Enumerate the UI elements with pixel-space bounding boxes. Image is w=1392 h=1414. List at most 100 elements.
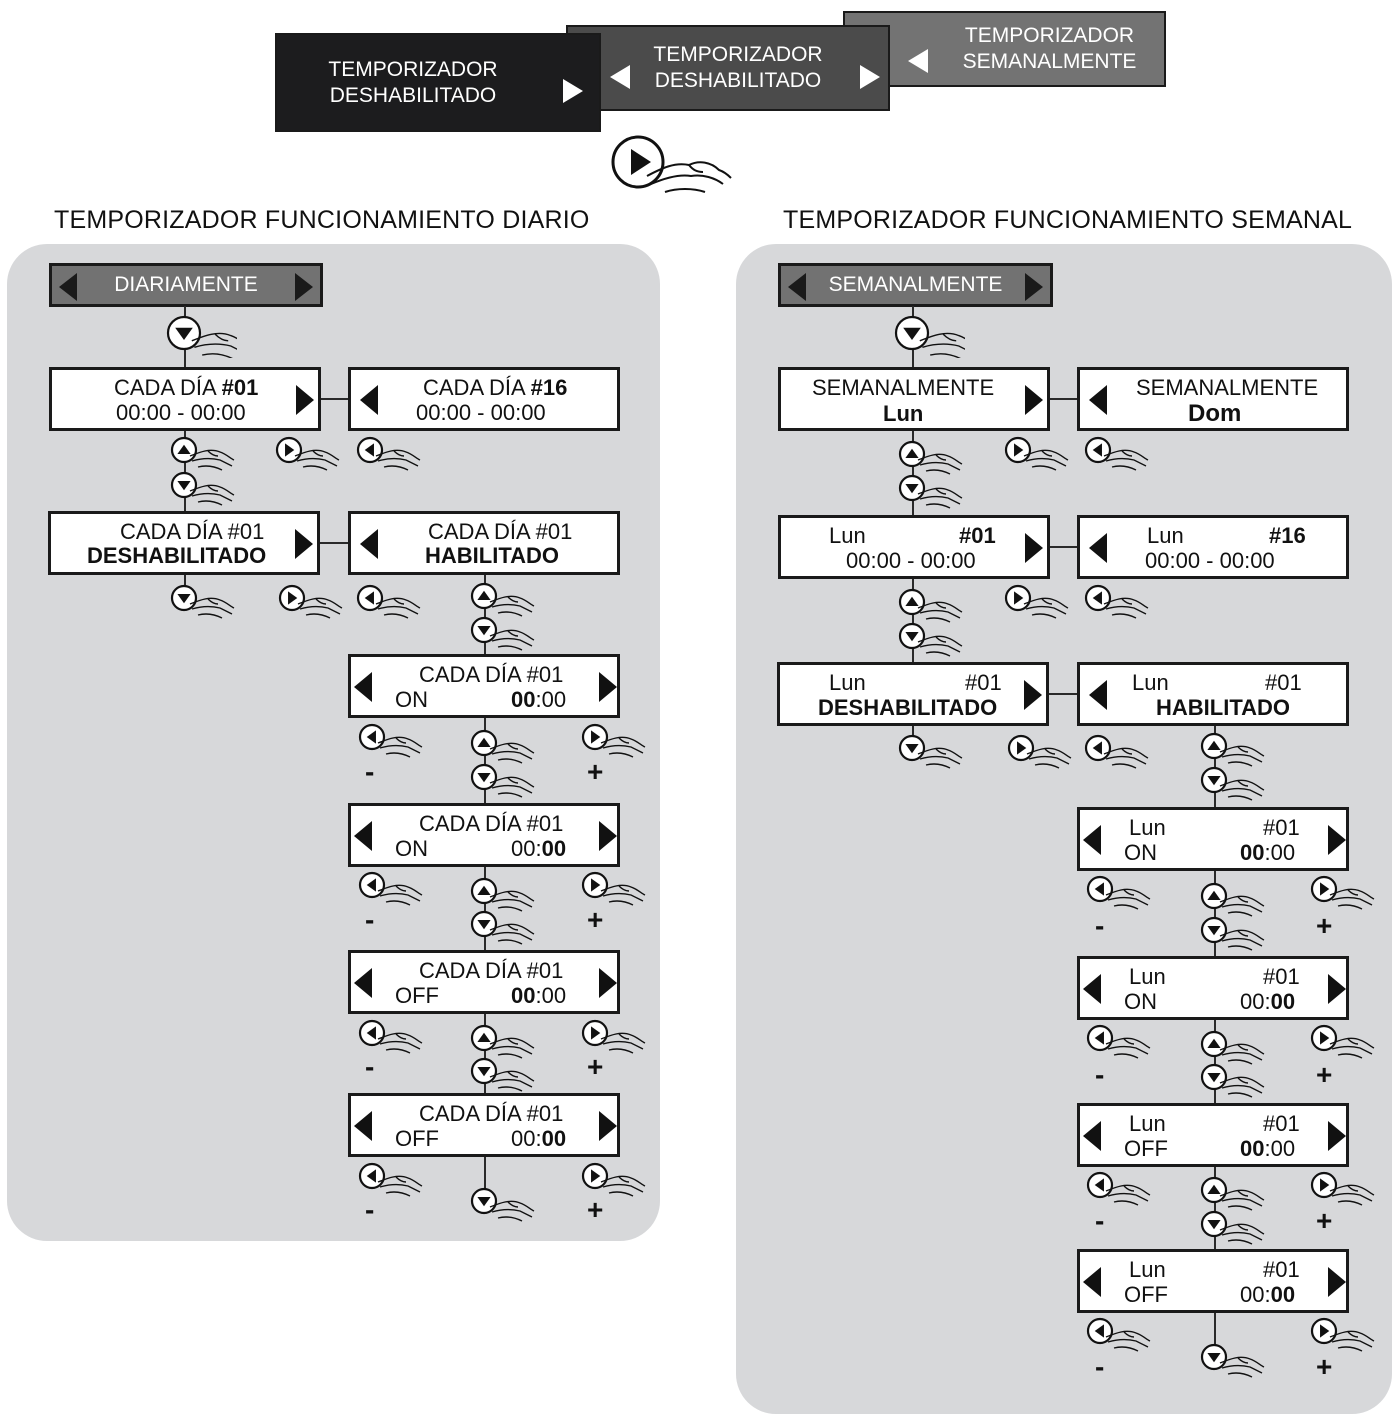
up-button-icon[interactable] bbox=[1199, 731, 1271, 775]
box-status: HABILITADO bbox=[425, 543, 560, 568]
down-button-icon[interactable] bbox=[469, 909, 541, 953]
daily-title: TEMPORIZADOR FUNCIONAMIENTO DIARIO bbox=[54, 206, 590, 234]
left-button-icon[interactable] bbox=[1085, 1170, 1157, 1214]
pointing-hand-icon bbox=[1103, 449, 1149, 471]
daily-mode-bar[interactable]: DIARIAMENTE bbox=[49, 263, 323, 307]
right-button-icon[interactable] bbox=[1006, 733, 1078, 777]
right-arrow-icon bbox=[1025, 385, 1043, 415]
left-button-icon[interactable] bbox=[1083, 733, 1155, 777]
left-button-icon[interactable] bbox=[355, 435, 427, 479]
left-arrow-icon bbox=[360, 529, 378, 559]
down-button-icon[interactable] bbox=[1199, 1062, 1271, 1106]
header-tab-semanalmente: TEMPORIZADOR SEMANALMENTE bbox=[843, 11, 1166, 87]
box-time-range: 00:00 - 00:00 bbox=[1145, 548, 1275, 573]
right-button-icon[interactable] bbox=[580, 1161, 652, 1205]
pointing-hand-icon bbox=[1105, 1037, 1151, 1059]
left-button-icon[interactable] bbox=[357, 722, 429, 766]
up-button-icon[interactable] bbox=[1199, 1175, 1271, 1219]
pointing-hand-icon bbox=[1026, 747, 1072, 769]
right-arrow-icon bbox=[1328, 1121, 1346, 1151]
box-day: Dom bbox=[1188, 400, 1242, 427]
pointing-hand-icon bbox=[919, 332, 965, 358]
box-number: #01 bbox=[1263, 815, 1300, 840]
left-button-icon[interactable] bbox=[357, 1018, 429, 1062]
up-button-icon[interactable] bbox=[469, 728, 541, 772]
left-arrow-icon bbox=[908, 49, 928, 73]
down-button-icon[interactable] bbox=[469, 615, 541, 659]
down-button-icon[interactable] bbox=[1199, 1209, 1271, 1253]
up-button-icon[interactable] bbox=[897, 439, 969, 483]
up-button-icon[interactable] bbox=[897, 587, 969, 631]
plus-label: + bbox=[1316, 1205, 1333, 1236]
up-button-icon[interactable] bbox=[469, 876, 541, 920]
left-button-icon[interactable] bbox=[357, 870, 429, 914]
tab-line2: SEMANALMENTE bbox=[962, 50, 1137, 73]
left-button-icon[interactable] bbox=[1085, 1023, 1157, 1067]
up-button-icon[interactable] bbox=[469, 581, 541, 625]
down-button-icon[interactable] bbox=[469, 762, 541, 806]
down-button-icon[interactable] bbox=[1199, 1342, 1271, 1386]
down-button-icon[interactable] bbox=[169, 583, 241, 627]
pointing-hand-icon bbox=[1023, 449, 1069, 471]
right-arrow-icon bbox=[599, 672, 617, 702]
left-button-icon[interactable] bbox=[1085, 874, 1157, 918]
down-button-icon[interactable] bbox=[897, 473, 969, 517]
right-button-icon[interactable] bbox=[1003, 583, 1075, 627]
up-button-icon[interactable] bbox=[1199, 881, 1271, 925]
left-button-icon[interactable] bbox=[1085, 1316, 1157, 1360]
left-button-icon[interactable] bbox=[1083, 435, 1155, 479]
down-button-icon[interactable] bbox=[897, 733, 969, 777]
daily-box-on-minutes: CADA DÍA #01 ON 00:00 bbox=[348, 803, 620, 867]
box-state: ON bbox=[395, 836, 428, 861]
weekly-mode-bar[interactable]: SEMANALMENTE bbox=[778, 263, 1053, 307]
right-button-icon[interactable] bbox=[277, 583, 349, 627]
pointing-hand-icon bbox=[917, 747, 963, 769]
down-button-icon[interactable] bbox=[169, 470, 241, 514]
right-button-icon[interactable] bbox=[580, 870, 652, 914]
left-button-icon[interactable] bbox=[355, 583, 427, 627]
pointing-hand-icon bbox=[489, 1037, 535, 1059]
right-button-icon[interactable] bbox=[1309, 1023, 1381, 1067]
pointing-hand-icon bbox=[1219, 1189, 1265, 1211]
left-button-icon[interactable] bbox=[1083, 583, 1155, 627]
right-arrow-icon bbox=[295, 273, 313, 301]
pointing-hand-icon bbox=[1329, 1330, 1375, 1352]
box-label: CADA DÍA bbox=[423, 375, 531, 400]
down-button-icon[interactable] bbox=[469, 1056, 541, 1100]
box-hours: 00 bbox=[511, 983, 536, 1008]
right-button-icon[interactable] bbox=[1309, 874, 1381, 918]
down-button-icon[interactable] bbox=[165, 314, 237, 358]
connector bbox=[484, 574, 486, 658]
up-button-icon[interactable] bbox=[1199, 1029, 1271, 1073]
pointing-hand-icon bbox=[377, 1175, 423, 1197]
left-arrow-icon bbox=[1083, 1121, 1101, 1151]
up-button-icon[interactable] bbox=[169, 435, 241, 479]
box-day: Lun bbox=[829, 523, 866, 548]
right-arrow-icon bbox=[563, 79, 583, 103]
header-tab-deshabilitado-1: TEMPORIZADOR DESHABILITADO bbox=[275, 33, 601, 132]
down-button-icon[interactable] bbox=[893, 314, 965, 358]
tab-line1: TEMPORIZADOR bbox=[964, 24, 1135, 47]
daily-box-off-minutes: CADA DÍA #01 OFF 00:00 bbox=[348, 1093, 620, 1157]
box-minutes: 00 bbox=[541, 836, 567, 861]
up-button-icon[interactable] bbox=[469, 1023, 541, 1067]
right-button-icon[interactable] bbox=[607, 132, 737, 204]
left-button-icon[interactable] bbox=[357, 1161, 429, 1205]
right-button-icon[interactable] bbox=[1309, 1316, 1381, 1360]
connector bbox=[1049, 546, 1079, 548]
connector bbox=[912, 430, 914, 518]
right-button-icon[interactable] bbox=[580, 722, 652, 766]
right-button-icon[interactable] bbox=[580, 1018, 652, 1062]
down-button-icon[interactable] bbox=[897, 621, 969, 665]
right-button-icon[interactable] bbox=[1309, 1170, 1381, 1214]
right-button-icon[interactable] bbox=[274, 435, 346, 479]
pointing-hand-icon bbox=[377, 1032, 423, 1054]
connector bbox=[912, 578, 914, 664]
down-button-icon[interactable] bbox=[1199, 915, 1271, 959]
weekly-box-off-minutes: Lun #01 OFF 00:00 bbox=[1077, 1249, 1349, 1313]
right-button-icon[interactable] bbox=[1003, 435, 1075, 479]
minus-label: - bbox=[1095, 1059, 1105, 1090]
down-button-icon[interactable] bbox=[1199, 765, 1271, 809]
pointing-hand-icon bbox=[1219, 1223, 1265, 1245]
down-button-icon[interactable] bbox=[469, 1186, 541, 1230]
